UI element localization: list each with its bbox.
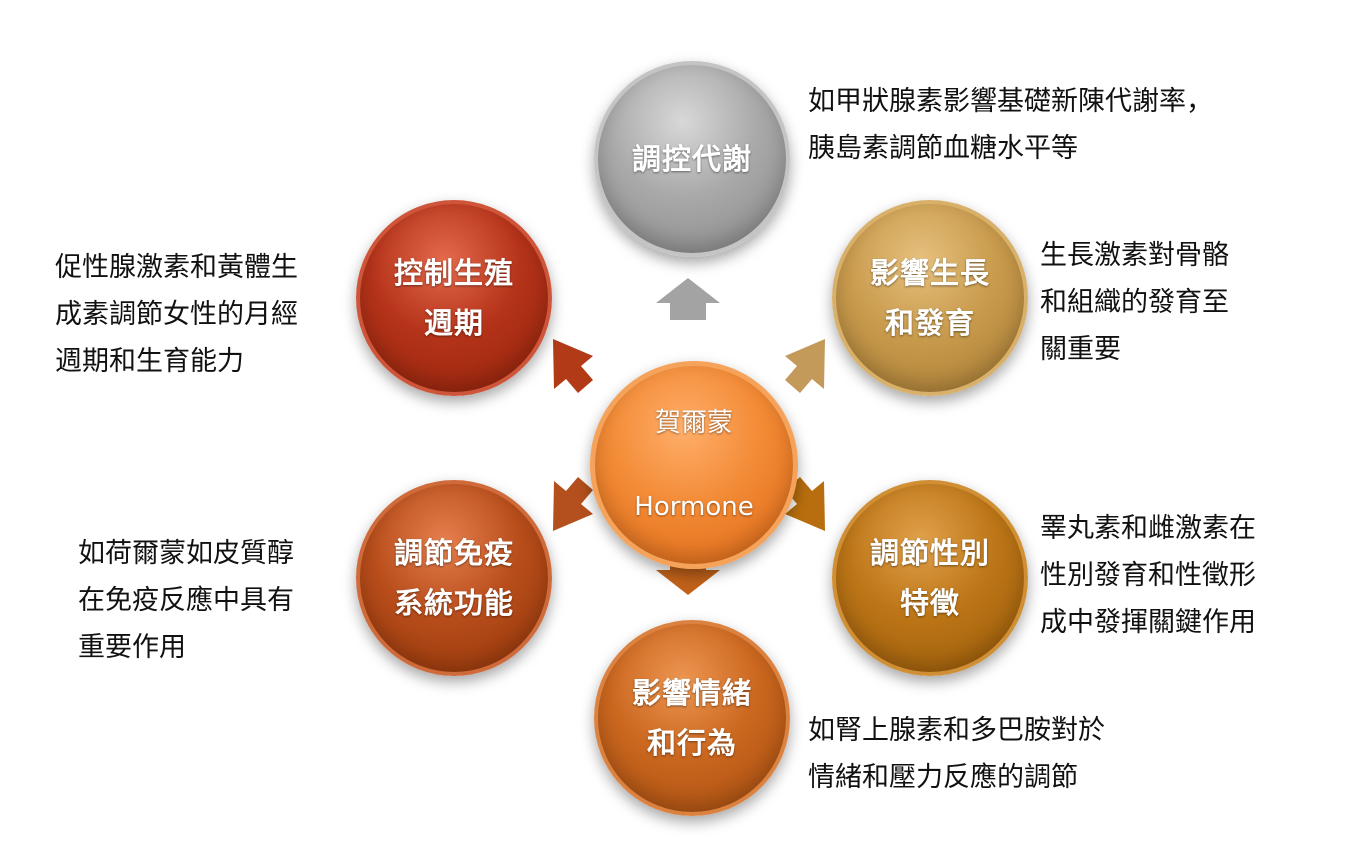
node-metabolism-label: 調控代謝 [631,142,752,176]
node-sex: 調節性別 特徵 [832,480,1028,676]
desc-emotion: 如腎上腺素和多巴胺對於 情緒和壓力反應的調節 [808,715,1105,793]
desc-immune: 如荷爾蒙如皮質醇 在免疫反應中具有 重要作用 [78,538,294,663]
node-immune-label: 調節免疫 系統功能 [393,536,514,620]
node-growth-label: 影響生長 和發育 [869,256,990,340]
node-metabolism: 調控代謝 [594,61,790,257]
arrow-reproduction [553,339,593,393]
desc-reproduction: 促性腺激素和黃體生 成素調節女性的月經 週期和生育能力 [55,252,298,377]
center-label-english: Hormone [634,492,754,522]
desc-sex: 睪丸素和雌激素在 性別發育和性徵形 成中發揮關鍵作用 [1040,513,1256,638]
desc-metabolism: 如甲狀腺素影響基礎新陳代謝率， 胰島素調節血糖水平等 [808,86,1213,164]
center-node-hormone: 賀爾蒙 Hormone [590,361,798,569]
node-sex-label: 調節性別 特徵 [869,536,990,620]
node-reproduction-label: 控制生殖 週期 [393,256,514,340]
arrow-metabolism [656,278,720,320]
desc-growth: 生長激素對骨骼 和組織的發育至 關重要 [1040,240,1229,365]
node-emotion-label: 影響情緒 和行為 [631,676,752,760]
center-label-chinese: 賀爾蒙 [654,408,733,438]
center-label: 賀爾蒙 Hormone [634,360,753,570]
node-emotion: 影響情緒 和行為 [594,620,790,816]
arrow-growth [785,339,825,393]
arrow-immune [553,477,593,531]
node-immune: 調節免疫 系統功能 [356,480,552,676]
node-growth: 影響生長 和發育 [832,200,1028,396]
node-reproduction: 控制生殖 週期 [356,200,552,396]
